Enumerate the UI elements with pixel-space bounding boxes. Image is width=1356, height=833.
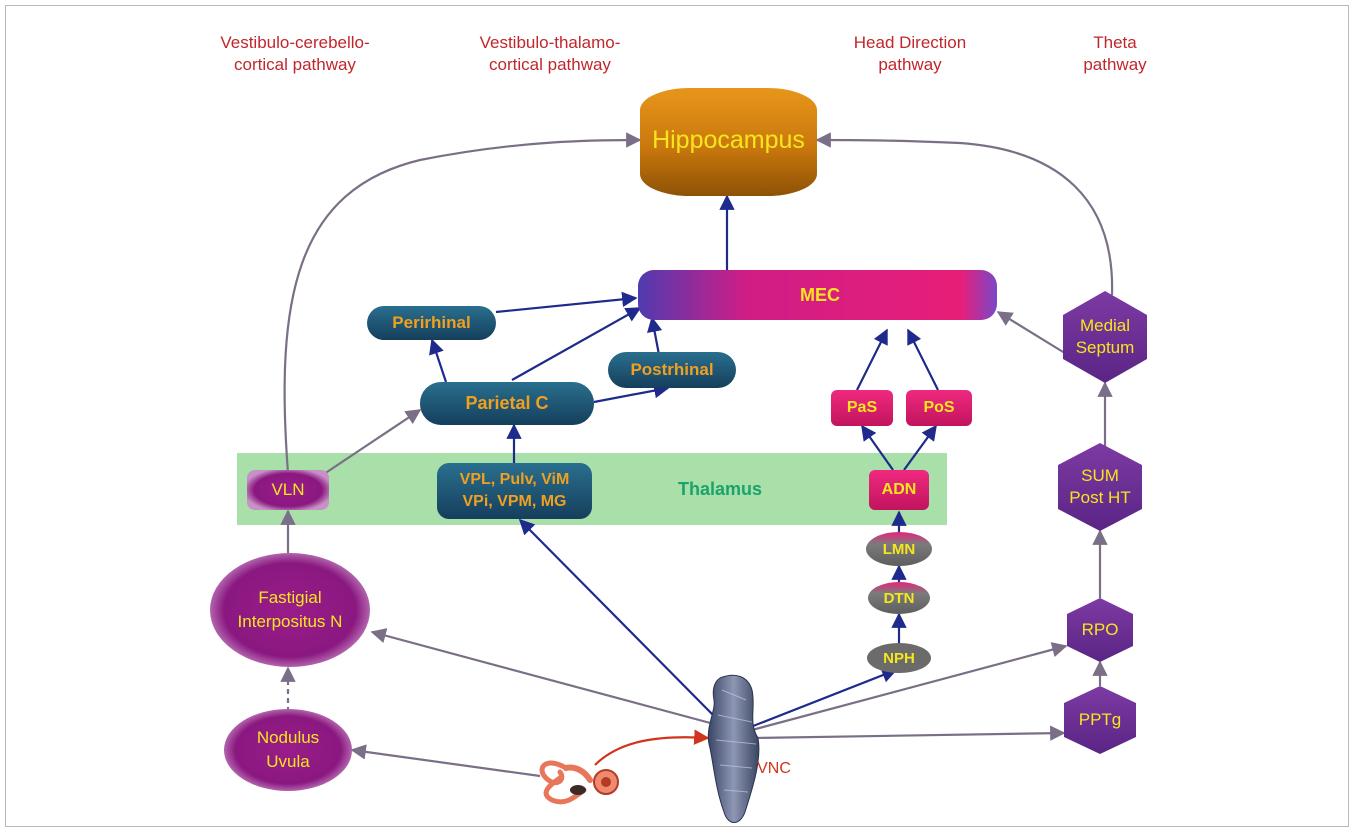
medial-septum-label: Medial Septum (1075, 316, 1135, 357)
vln-label: VLN (271, 480, 305, 499)
pas-shape (831, 390, 893, 426)
arrow-parietal-to-mec (511, 307, 642, 381)
pas-label: PaS (846, 399, 878, 416)
hippocampus-shape (640, 88, 817, 196)
perirhinal-shape (367, 306, 496, 340)
mec-shape (638, 270, 997, 320)
postrhinal-label: Postrhinal (630, 360, 714, 379)
perirhinal-label: Perirhinal (392, 313, 471, 332)
arrow-septum-to-hippocampus (815, 132, 1114, 296)
arrow-vln-to-hippocampus (283, 132, 642, 474)
fastigial-shape (210, 553, 370, 667)
vnc-label: VNC (757, 760, 791, 777)
nodulus-shape (224, 709, 352, 791)
arrow-vnc-to-fastigial (370, 628, 715, 726)
parietal-shape (420, 382, 594, 425)
mec-label: MEC (800, 284, 840, 305)
sum-shape (1058, 443, 1142, 531)
arrow-pas-to-mec (856, 328, 888, 391)
nph-shape (867, 643, 931, 673)
fastigial-label: Fastigial Interpositus N (237, 588, 343, 631)
rpo-label: RPO (1081, 620, 1119, 639)
parietal-label: Parietal C (465, 393, 549, 413)
lmn-label: LMN (882, 540, 916, 558)
arrow-vnc-to-rpo (751, 642, 1068, 732)
medial-septum-shape (1063, 291, 1147, 383)
pptg-shape (1064, 686, 1136, 754)
arrow-adn-to-pos (903, 424, 937, 471)
pos-label: PoS (923, 399, 955, 416)
pathway-title-cerebello: Vestibulo-cerebello- cortical pathway (220, 33, 370, 74)
nodulus-label: Nodulus Uvula (256, 728, 320, 771)
vln-shape (247, 470, 329, 510)
arrow-adn-to-pas (861, 424, 894, 471)
lmn-shape (866, 532, 932, 566)
arrow-vln-to-parietal (317, 409, 422, 479)
vpl-shape (437, 463, 592, 519)
dtn-shape (868, 582, 930, 614)
arrow-ear-to-nodulus (350, 744, 541, 778)
rpo-shape (1067, 598, 1133, 662)
vpl-label: VPL, Pulv, ViM VPi, VPM, MG (459, 471, 570, 510)
arrow-ear-to-vnc (594, 729, 710, 766)
thalamus-label: Thalamus (677, 478, 763, 499)
adn-label: ADN (881, 481, 917, 498)
dtn-label: DTN (883, 589, 915, 607)
pptg-label: PPTg (1078, 710, 1122, 729)
arrow-vnc-to-nph (747, 667, 898, 730)
arrow-parietal-to-perirhinal (429, 338, 448, 383)
inner-ear-icon (539, 760, 619, 805)
arrow-vnc-to-vpl (518, 518, 717, 719)
pathway-title-head-direction: Head Direction pathway (853, 33, 967, 74)
hippocampus-label: Hippocampus (652, 125, 805, 154)
postrhinal-shape (608, 352, 736, 388)
pathway-title-thalamo: Vestibulo-thalamo- cortical pathway (479, 33, 621, 74)
adn-shape (869, 470, 929, 510)
arrow-parietal-to-postrhinal (593, 383, 670, 404)
pos-shape (906, 390, 972, 426)
pathway-title-theta: Theta pathway (1083, 33, 1147, 74)
arrow-vnc-to-pptg (751, 725, 1066, 741)
vestibular-nucleus-icon (707, 674, 760, 823)
arrow-pos-to-mec (907, 328, 939, 391)
nph-label: NPH (883, 649, 915, 667)
arrow-perirhinal-to-mec (495, 291, 638, 314)
arrow-septum-to-mec (996, 311, 1069, 356)
sum-label: SUM Post HT (1069, 466, 1131, 507)
figure-frame (5, 5, 1349, 827)
